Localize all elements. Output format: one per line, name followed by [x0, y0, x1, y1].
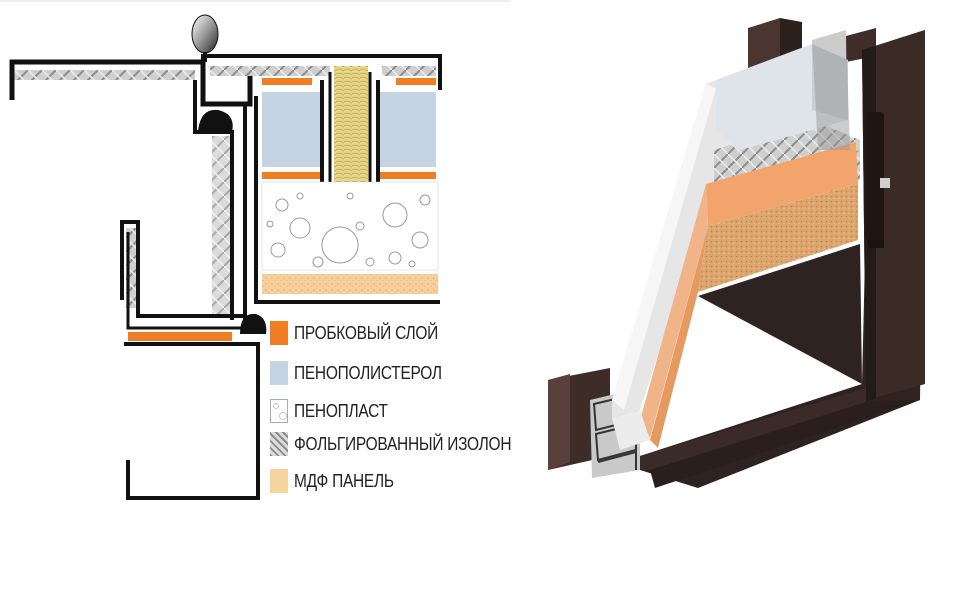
mdf-panel-strip: [262, 274, 438, 294]
swatch-foil: [270, 432, 288, 456]
legend-label: ПЕНОПОЛИСТЕРОЛ: [294, 362, 442, 383]
legend-item-polystyrene: ПЕНОПОЛИСТЕРОЛ: [270, 359, 466, 387]
mdf-layer-3d: [698, 184, 858, 292]
legend-item-foil-isolon: ФОЛЬГИРОВАННЫЙ ИЗОЛОН: [270, 430, 547, 458]
top-foil-strip: [14, 70, 195, 80]
cork-strip-top-1: [262, 78, 312, 85]
legend-item-cork: ПРОБКОВЫЙ СЛОЙ: [270, 319, 461, 347]
door-face: [640, 30, 925, 488]
frame-profile-lower: [120, 220, 245, 318]
inner-steel-top: [201, 54, 442, 90]
foam-area: [261, 181, 439, 271]
legend-label: МДФ ПАНЕЛЬ: [294, 470, 394, 491]
swatch-cork: [270, 321, 288, 345]
swatch-foam: [270, 399, 288, 423]
polystyrene-block-1: [262, 92, 322, 167]
cross-section: [9, 14, 442, 500]
knob-icon: [191, 14, 219, 54]
seal-top: [198, 109, 233, 132]
outer-steel-profile: [9, 59, 253, 107]
legend-item-foam: ПЕНОПЛАСТ: [270, 397, 403, 425]
swatch-mdf: [270, 469, 288, 493]
cork-strip-top-2: [396, 78, 436, 85]
legend-label: ФОЛЬГИРОВАННЫЙ ИЗОЛОН: [294, 433, 512, 454]
cork-strip-bottom: [128, 332, 232, 341]
legend-item-mdf: МДФ ПАНЕЛЬ: [270, 467, 410, 495]
hinge-icon: [866, 112, 884, 242]
cork-layer-3d: [706, 142, 858, 226]
swatch-polystyrene: [270, 361, 288, 385]
legend-label: ПРОБКОВЫЙ СЛОЙ: [294, 322, 439, 343]
legend-label: ПЕНОПЛАСТ: [294, 400, 388, 421]
door-3d-cutaway: [548, 18, 925, 488]
frame-bottom-profile: [124, 342, 260, 500]
polystyrene-block-2: [378, 92, 436, 167]
